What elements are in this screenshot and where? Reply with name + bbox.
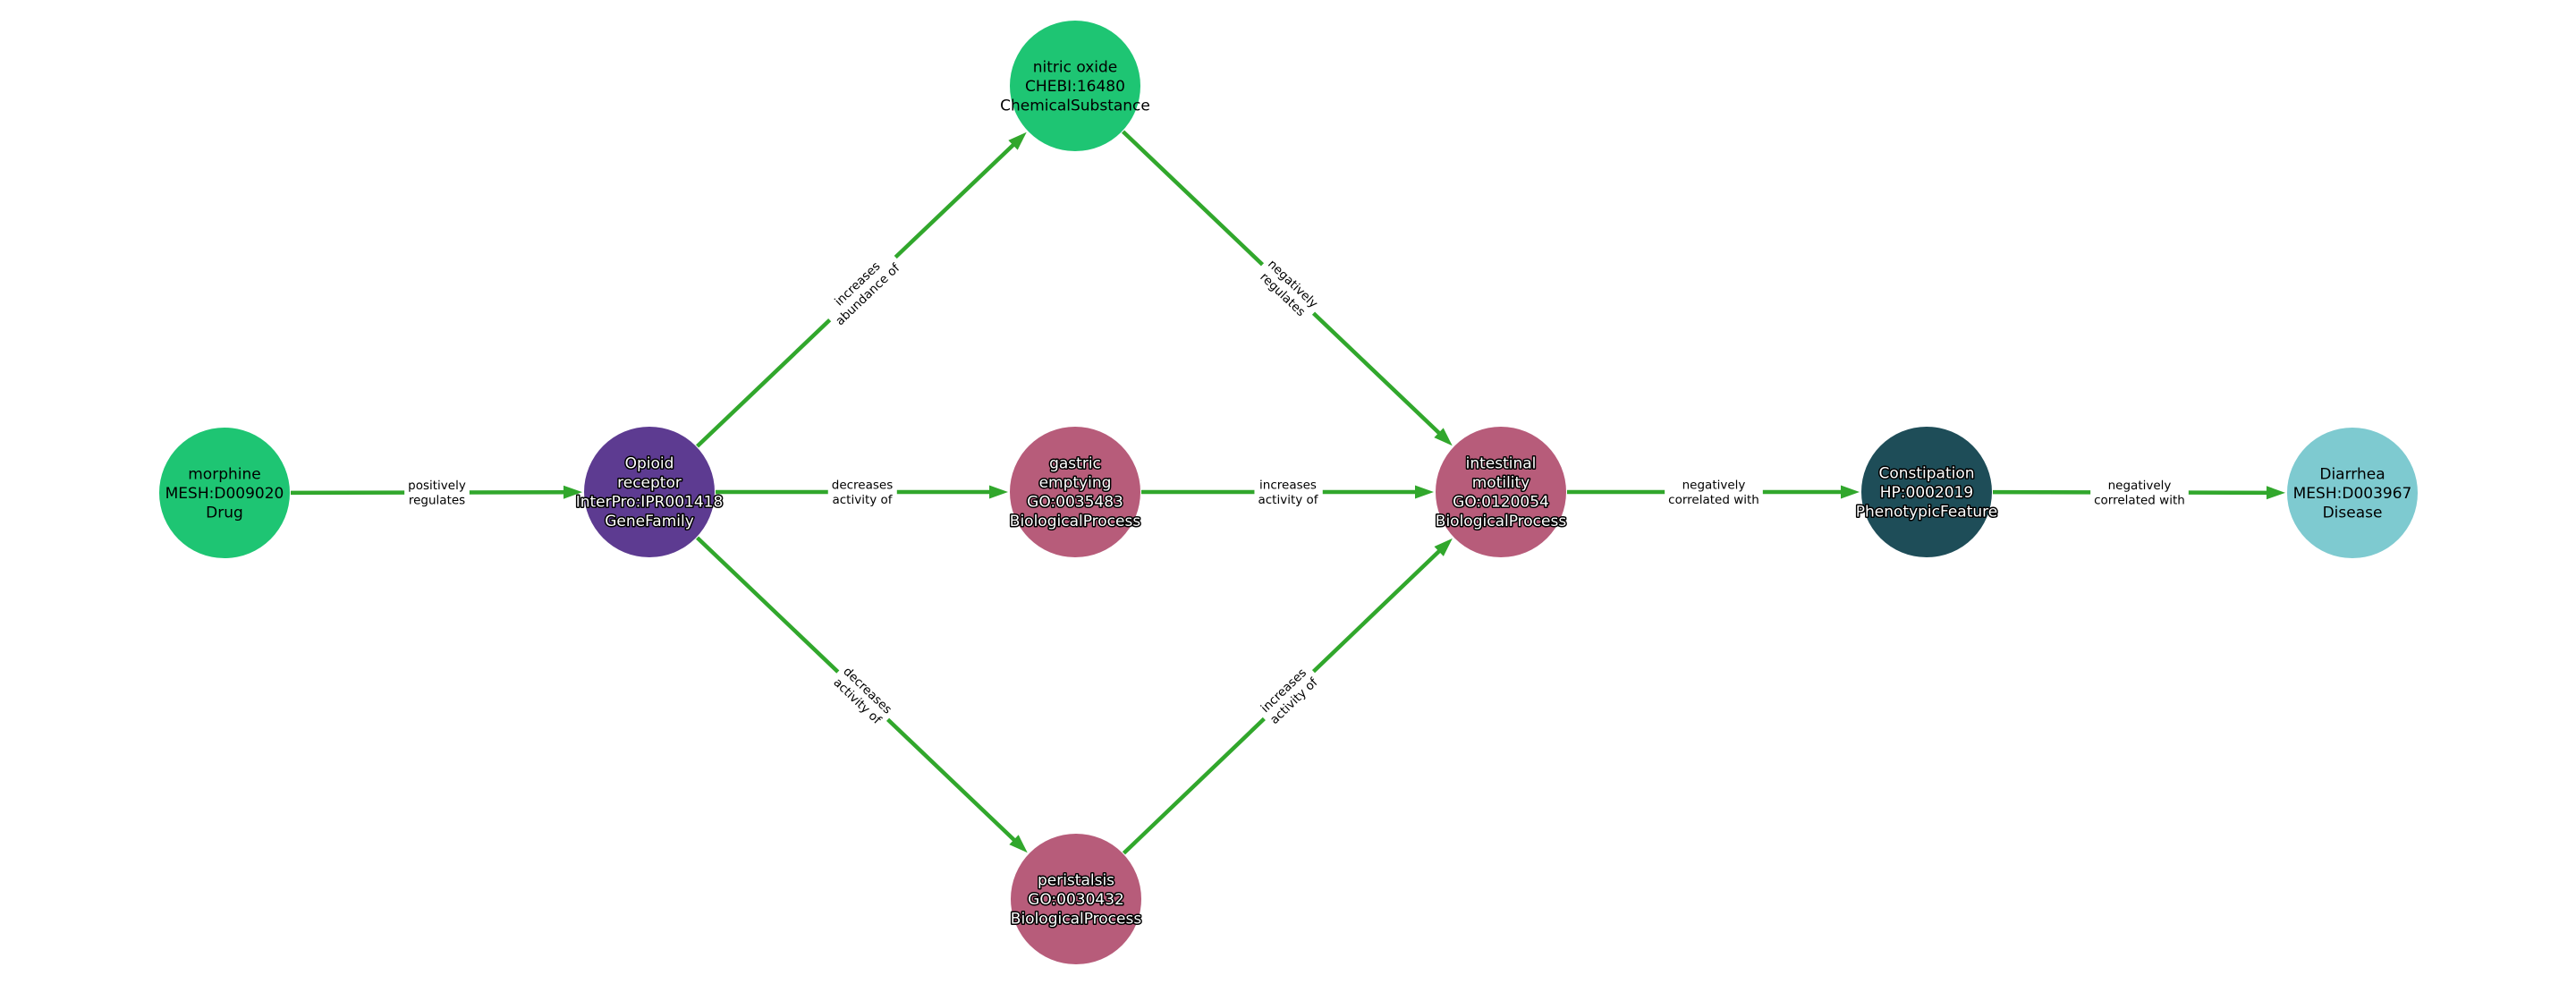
node-circle-morphine[interactable] [159,428,290,558]
node-circle-constipation[interactable] [1861,427,1992,557]
edge-label-text: increasesabundance of [823,250,903,328]
arrowhead-icon [989,485,1008,499]
arrowhead-icon [2266,486,2286,500]
edge-label: increasesabundance of [818,245,908,333]
arrowhead-icon [1415,485,1434,499]
node-circle-diarrhea[interactable] [2287,428,2418,558]
edge-label-bg [404,476,470,510]
arrowhead-icon [563,485,583,499]
edge-nitric-oxide--intestinal-motility: negativelyregulates [1121,130,1453,446]
edge-label-bg [1250,253,1325,326]
edge-label-bg [827,476,897,509]
edge-peristalsis--intestinal-motility: increasesactivity of [1122,538,1453,855]
arrowhead-icon [1008,131,1027,150]
node-circle-nitric-oxide[interactable] [1010,21,1140,151]
arrowhead-icon [1009,835,1028,853]
edge-label-bg [826,660,899,732]
arrowhead-icon [1841,485,1860,499]
edge-opioid-receptor--nitric-oxide: increasesabundance of [695,131,1027,448]
arrowhead-icon [1434,538,1453,556]
edge-label-bg [818,245,908,333]
edge-label-bg [1254,476,1323,509]
node-circle-gastric-emptying[interactable] [1010,427,1140,557]
edge-label-bg [2090,476,2189,510]
edge-label-bg [1253,660,1326,732]
node-circle-intestinal-motility[interactable] [1436,427,1566,557]
node-circle-opioid-receptor[interactable] [584,427,715,557]
edge-label-bg [1665,476,1763,509]
node-circle-peristalsis[interactable] [1011,834,1141,964]
edge-opioid-receptor--peristalsis: decreasesactivity of [695,536,1028,853]
arrowhead-icon [1434,428,1453,446]
